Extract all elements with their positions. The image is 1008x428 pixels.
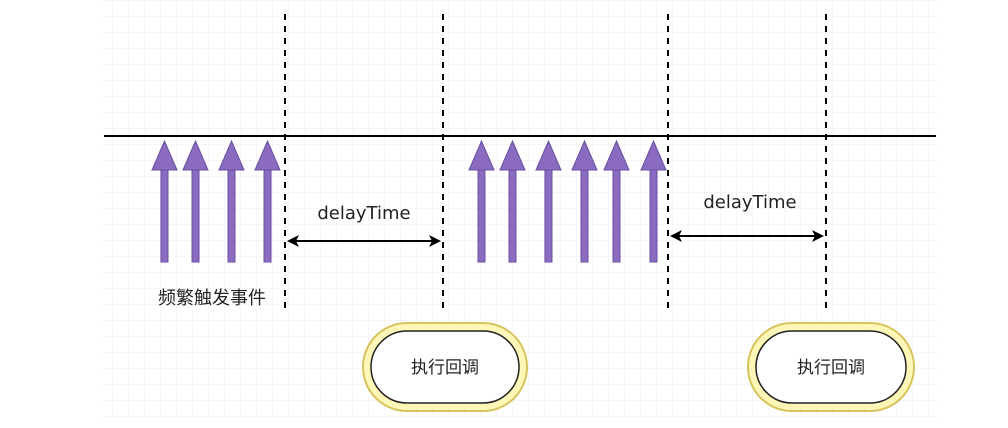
event-arrow <box>603 139 630 263</box>
delay-arrow-1 <box>287 235 441 247</box>
event-arrow <box>499 139 526 263</box>
event-arrow <box>468 139 495 263</box>
callback-label-right: 执行回调 <box>797 358 865 378</box>
dashed-markers <box>284 14 827 314</box>
event-arrow <box>182 139 209 263</box>
frequent-events-label: 频繁触发事件 <box>158 288 266 309</box>
delay-arrow-2 <box>670 230 824 242</box>
callback-node-right: 执行回调 <box>747 322 915 412</box>
event-arrow <box>151 139 178 263</box>
event-arrow <box>254 139 281 263</box>
event-arrows-group-1 <box>151 139 281 263</box>
event-arrow <box>218 139 245 263</box>
delay-label-right: delayTime <box>703 192 796 213</box>
delay-label-left: delayTime <box>317 203 410 224</box>
event-arrows-group-2 <box>468 139 667 263</box>
event-arrow <box>571 139 598 263</box>
callback-label-left: 执行回调 <box>411 358 479 378</box>
event-arrow <box>640 139 667 263</box>
callback-node-left: 执行回调 <box>362 322 528 412</box>
event-arrow <box>535 139 562 263</box>
